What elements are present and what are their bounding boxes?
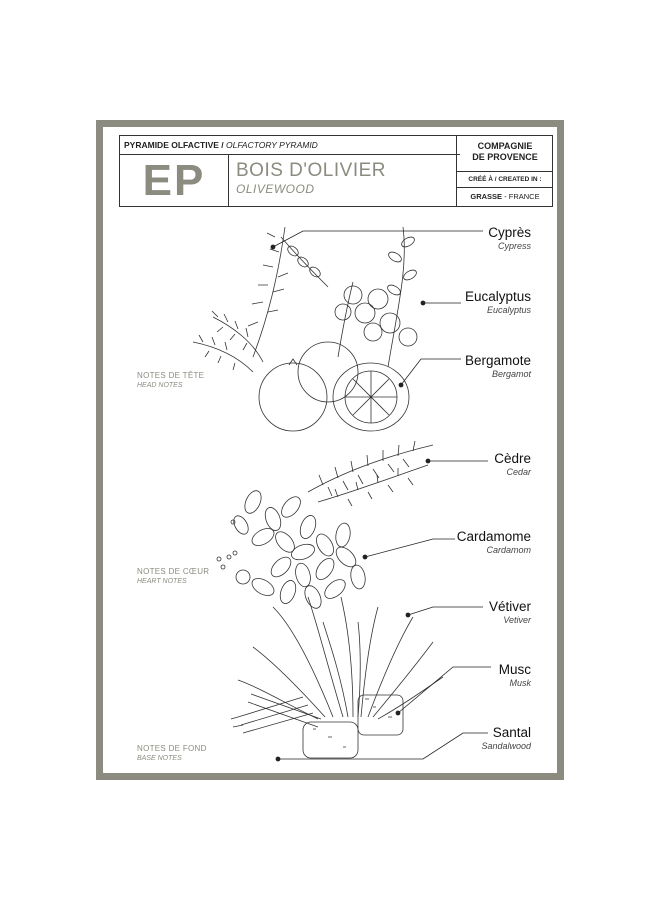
- place-country: - FRANCE: [504, 192, 540, 201]
- note-bergamote: Bergamote Bergamot: [465, 353, 531, 379]
- created-label-text: CRÉÉ À / CREATED IN :: [468, 176, 542, 183]
- note-name: Eucalyptus: [464, 289, 531, 304]
- section-heart-en: HEART NOTES: [137, 578, 187, 585]
- product-name-en: OLIVEWOOD: [236, 182, 315, 196]
- note-name: Cardamome: [456, 529, 531, 544]
- poster-frame: PYRAMIDE OLFACTIVE / OLFACTORY PYRAMID E…: [96, 120, 564, 780]
- product-code: EP: [120, 155, 229, 206]
- note-translation: Cedar: [506, 467, 531, 477]
- note-musc: Musc Musk: [499, 662, 531, 688]
- leader-santal: [278, 732, 488, 760]
- section-base-en: BASE NOTES: [137, 755, 182, 762]
- product-name: BOIS D'OLIVIER: [236, 160, 387, 181]
- note-translation: Sandalwood: [481, 741, 531, 751]
- leader-vetiver: [407, 606, 483, 616]
- pyramid-title-fr: PYRAMIDE OLFACTIVE /: [124, 140, 224, 150]
- olfactory-illustration: [192, 226, 491, 762]
- note-name: Vétiver: [488, 599, 531, 614]
- section-head-notes: NOTES DE TÊTE HEAD NOTES: [137, 371, 204, 391]
- created-place: GRASSE - FRANCE: [457, 188, 553, 206]
- header-left: PYRAMIDE OLFACTIVE / OLFACTORY PYRAMID E…: [120, 136, 460, 206]
- note-translation: Eucalyptus: [486, 305, 531, 315]
- note-santal: Santal Sandalwood: [481, 725, 531, 751]
- note-translation: Vetiver: [503, 615, 531, 625]
- note-translation: Musk: [509, 678, 531, 688]
- company-name: COMPAGNIE DE PROVENCE: [457, 136, 553, 172]
- note-name: Santal: [492, 725, 531, 740]
- head-notes-illustration: [192, 226, 418, 432]
- note-cypres: Cyprès Cypress: [488, 225, 531, 251]
- note-translation: Cypress: [497, 241, 531, 251]
- leader-musc: [397, 666, 491, 714]
- note-cardamome: Cardamome Cardamom: [457, 529, 531, 555]
- leader-cypres: [272, 230, 483, 248]
- note-vetiver: Vétiver Vetiver: [489, 599, 531, 625]
- leader-bergamote: [400, 358, 461, 386]
- header-table: PYRAMIDE OLFACTIVE / OLFACTORY PYRAMID E…: [119, 135, 553, 207]
- note-name: Bergamote: [464, 353, 531, 368]
- note-name: Musc: [498, 662, 531, 677]
- created-label: CRÉÉ À / CREATED IN :: [457, 173, 553, 188]
- note-eucalyptus: Eucalyptus Eucalyptus: [465, 289, 531, 315]
- note-translation: Cardamom: [486, 545, 531, 555]
- note-cedre: Cèdre Cedar: [494, 451, 531, 477]
- company-line-1: COMPAGNIE: [477, 141, 533, 151]
- section-head-fr: NOTES DE TÊTE: [137, 371, 205, 380]
- note-translation: Bergamot: [491, 369, 531, 379]
- pyramid-title: PYRAMIDE OLFACTIVE / OLFACTORY PYRAMID: [120, 136, 460, 155]
- leader-cardamome: [364, 538, 455, 558]
- poster-inner: PYRAMIDE OLFACTIVE / OLFACTORY PYRAMID E…: [103, 127, 557, 773]
- leader-lines: [270, 230, 491, 762]
- note-name: Cyprès: [488, 225, 531, 240]
- note-name: Cèdre: [494, 451, 531, 466]
- header-right: COMPAGNIE DE PROVENCE CRÉÉ À / CREATED I…: [457, 136, 553, 206]
- section-base-fr: NOTES DE FOND: [137, 744, 207, 753]
- section-heart-notes: NOTES DE CŒUR HEART NOTES: [137, 567, 209, 587]
- section-heart-fr: NOTES DE CŒUR: [137, 567, 210, 576]
- section-head-en: HEAD NOTES: [137, 382, 183, 389]
- company-line-2: DE PROVENCE: [472, 152, 538, 162]
- pyramid-title-en: OLFACTORY PYRAMID: [226, 140, 318, 150]
- section-base-notes: NOTES DE FOND BASE NOTES: [137, 744, 207, 764]
- base-notes-illustration: [230, 596, 444, 759]
- heart-notes-illustration: [216, 440, 434, 609]
- place-city: GRASSE: [470, 192, 503, 201]
